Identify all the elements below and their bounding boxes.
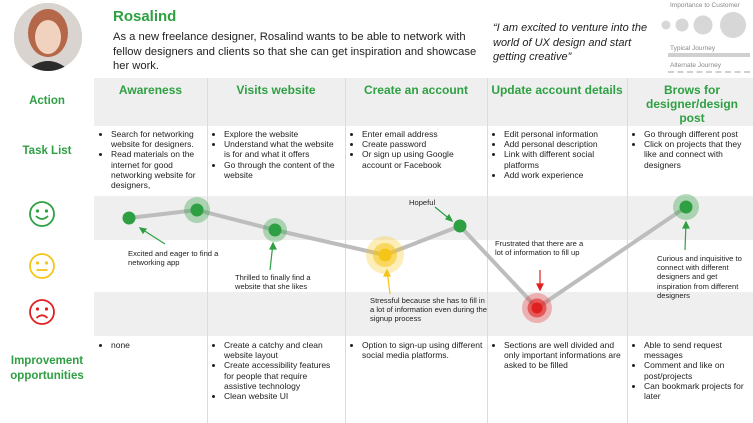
task-item: Link with different social platforms	[504, 149, 623, 169]
legend-importance-label: Importance to Customer	[670, 2, 740, 9]
sad-face-icon	[29, 299, 55, 325]
stage-header-visits-website: Visits website	[236, 83, 316, 97]
legend-alternate-line	[668, 71, 750, 73]
emotion-hopeful: Hopeful	[409, 198, 436, 207]
task-item: Add work experience	[504, 170, 623, 180]
task-list-browse-posts: Go through different postClick on projec…	[633, 129, 751, 170]
persona-quote: “I am excited to venture into the world …	[493, 22, 648, 63]
improvement-item: Create a catchy and clean website layout	[224, 340, 341, 360]
happy-band	[94, 196, 753, 240]
legend-typical-label: Typical Journey	[670, 45, 716, 52]
persona-photo	[14, 3, 82, 71]
improvement-item: Can bookmark projects for later	[644, 381, 751, 401]
arrow-head	[138, 227, 148, 235]
legend: Importance to Customer Typical Journey A…	[658, 0, 753, 78]
emotion-awareness: Excited and eager to find a networking a…	[128, 249, 219, 268]
improvement-item: Comment and like on post/projects	[644, 360, 751, 380]
arrow-head	[445, 213, 454, 223]
task-item: Read materials on the internet for good …	[111, 149, 204, 190]
row-label-task-list: Task List	[22, 145, 72, 157]
row-label-improvement: Improvement opportunities	[10, 355, 84, 382]
improvement-visits-website: Create a catchy and clean website layout…	[213, 340, 341, 401]
task-item: Enter email address	[362, 129, 483, 139]
sad-band	[94, 292, 753, 336]
journey-point	[378, 248, 392, 262]
task-item: Edit personal information	[504, 129, 623, 139]
journey-point	[122, 211, 136, 225]
task-item: Click on projects that they like and con…	[644, 139, 751, 170]
emotion-update-account: Frustrated that there are a lot of infor…	[495, 239, 584, 258]
arrow-head	[536, 283, 544, 292]
task-list-awareness: Search for networking website for design…	[100, 129, 204, 190]
column-divider	[345, 78, 346, 423]
improvement-item: none	[111, 340, 204, 350]
task-list-visits-website: Explore the websiteUnderstand what the w…	[213, 129, 341, 180]
emotion-browse-posts: Curious and inquisitive to connect with …	[657, 254, 742, 300]
legend-typical-line	[668, 53, 750, 57]
stage-header-awareness: Awareness	[118, 83, 183, 97]
task-item: Understand what the website is for and w…	[224, 139, 341, 159]
improvement-item: Able to send request messages	[644, 340, 751, 360]
arrow-head	[682, 220, 690, 229]
emotion-create-account: Stressful because she has to fill in a l…	[370, 296, 487, 324]
journey-point	[268, 223, 282, 237]
arrow-head	[383, 268, 391, 277]
arrow-head	[269, 241, 277, 250]
journey-point	[531, 302, 543, 314]
improvement-update-account: Sections are well divided and only impor…	[493, 340, 623, 371]
task-list-update-account: Edit personal informationAdd personal de…	[493, 129, 623, 180]
task-item: Go through the content of the website	[224, 160, 341, 180]
journey-point	[190, 203, 204, 217]
stage-header-update-account: Update account details	[491, 83, 623, 97]
improvement-create-account: Option to sign-up using different social…	[351, 340, 483, 360]
column-divider	[487, 78, 488, 423]
action-band	[94, 78, 753, 126]
stage-header-browse-posts: Brows for designer/design post	[645, 83, 739, 125]
legend-alternate-label: Alternate Journey	[670, 62, 721, 69]
column-divider	[627, 78, 628, 423]
journey-point	[679, 200, 693, 214]
neutral-face-icon	[29, 253, 55, 279]
happy-face-icon	[29, 201, 55, 227]
stage-header-create-account: Create an account	[363, 83, 469, 97]
persona-name: Rosalind	[113, 8, 177, 25]
column-divider	[207, 78, 208, 423]
task-item: Create password	[362, 139, 483, 149]
task-item: Go through different post	[644, 129, 751, 139]
task-item: Search for networking website for design…	[111, 129, 204, 149]
task-list-create-account: Enter email addressCreate passwordOr sig…	[351, 129, 483, 170]
journey-point	[453, 219, 467, 233]
legend-importance-circles	[661, 12, 746, 38]
task-item: Or sign up using Google account or Faceb…	[362, 149, 483, 169]
persona-avatar	[14, 3, 82, 71]
emotion-visits-website: Thrilled to finally find a website that …	[235, 273, 311, 292]
improvement-item: Create accessibility features for people…	[224, 360, 341, 391]
task-item: Explore the website	[224, 129, 341, 139]
improvement-item: Clean website UI	[224, 391, 341, 401]
row-label-action: Action	[29, 95, 65, 107]
persona-description: As a new freelance designer, Rosalind wa…	[113, 31, 477, 72]
improvement-item: Sections are well divided and only impor…	[504, 340, 623, 371]
improvement-browse-posts: Able to send request messagesComment and…	[633, 340, 751, 401]
task-item: Add personal description	[504, 139, 623, 149]
improvement-awareness: none	[100, 340, 204, 350]
improvement-item: Option to sign-up using different social…	[362, 340, 483, 360]
